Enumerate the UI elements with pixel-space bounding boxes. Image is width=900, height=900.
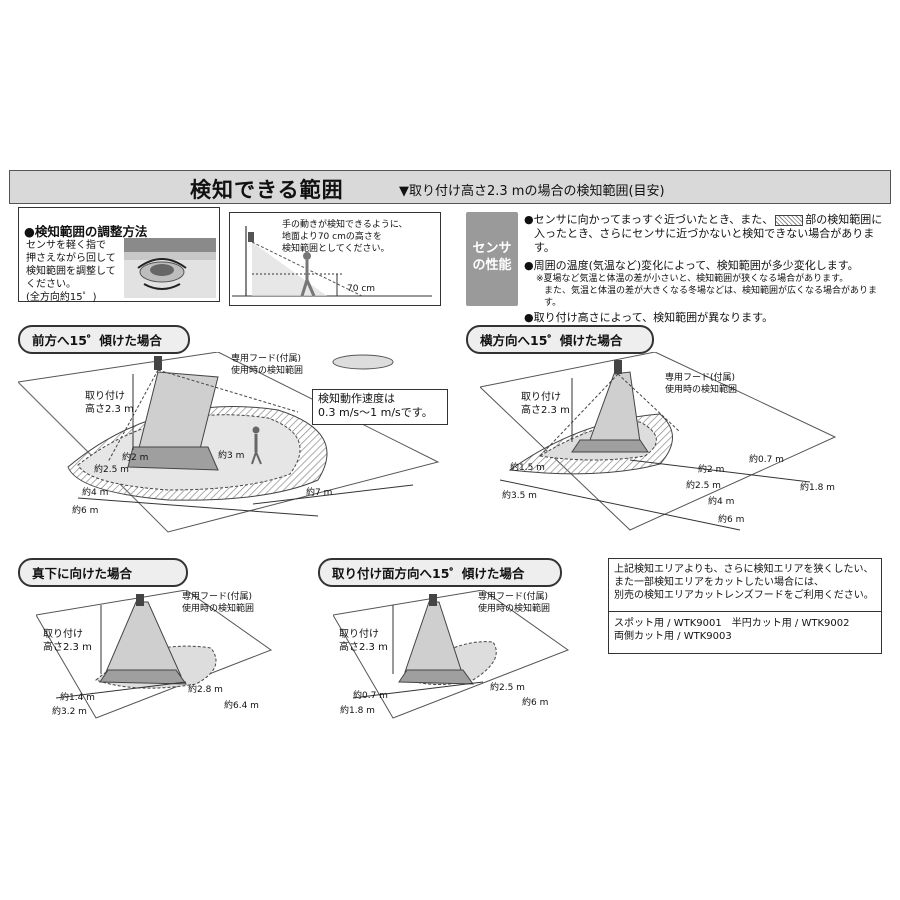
mountdir-dim-6m: 約6 m <box>522 698 549 708</box>
lens-hood-box <box>608 558 882 654</box>
front-mount-label: 取り付け高さ2.3 m <box>85 391 134 415</box>
front-dim-2m: 約2 m <box>122 453 149 463</box>
front-title: 前方へ15゜傾けた場合 <box>18 325 190 354</box>
page-title: 検知できる範囲 <box>190 178 344 202</box>
hatch-swatch <box>775 214 804 226</box>
front-dim-6m: 約6 m <box>72 506 99 516</box>
down-dim-1-4m: 約1.4 m <box>60 693 95 703</box>
adjust-text: センサを軽く指で押さえながら回して検知範囲を調整してください。(全方向約15゜) <box>26 240 116 303</box>
down-dim-2-8m: 約2.8 m <box>188 685 223 695</box>
mountdir-title: 取り付け面方向へ15゜傾けた場合 <box>318 558 562 587</box>
hand-height-diagram <box>232 226 432 297</box>
side-hood-label: 専用フード(付属)使用時の検知範囲 <box>665 373 738 395</box>
mountdir-hood-label: 専用フード(付属)使用時の検知範囲 <box>478 592 551 614</box>
perf-text: ●センサに向かってまっすぐ近づいたとき、また、部の検知範囲に 入ったとき、さらに… <box>524 213 883 324</box>
mountdir-dim-2-5m: 約2.5 m <box>490 683 525 693</box>
hand-height-label: 70 cm <box>347 284 376 294</box>
mountdir-diagram <box>333 590 570 719</box>
section-header <box>9 170 891 204</box>
mountdir-dim-1-8m: 約1.8 m <box>340 706 375 716</box>
perf-label: センサの性能 <box>466 212 518 306</box>
side-dim-3-5m: 約3.5 m <box>502 491 537 501</box>
side-mount-label: 取り付け高さ2.3 m <box>521 392 570 416</box>
down-hood-label: 専用フード(付属)使用時の検知範囲 <box>182 592 255 614</box>
lens-hood-text: 上記検知エリアよりも、さらに検知エリアを狭くしたい、また一部検知エリアをカットし… <box>614 564 874 601</box>
mountdir-dim-0-7m: 約0.7 m <box>353 691 388 701</box>
adjust-title: ●検知範囲の調整方法 <box>24 224 148 239</box>
front-dim-2-5m: 約2.5 m <box>94 465 129 475</box>
side-diagram <box>480 352 837 531</box>
lens-divider <box>608 611 882 612</box>
down-mount-label: 取り付け高さ2.3 m <box>43 629 92 653</box>
sensor-photo <box>124 238 216 298</box>
front-dim-4m: 約4 m <box>82 488 109 498</box>
side-dim-4m: 約4 m <box>708 497 735 507</box>
side-dim-1-5m: 約1.5 m <box>510 463 545 473</box>
down-dim-6-4m: 約6.4 m <box>224 701 259 711</box>
front-dim-7m: 約7 m <box>306 488 333 498</box>
side-dim-6m: 約6 m <box>718 515 745 525</box>
front-hood-label: 専用フード(付属)使用時の検知範囲 <box>231 354 304 376</box>
down-diagram <box>36 590 273 719</box>
hand-text: 手の動きが検知できるように、地面より70 cmの高さを検知範囲としてください。 <box>282 220 408 254</box>
side-dim-1-8m: 約1.8 m <box>800 483 835 493</box>
side-dim-0-7m: 約0.7 m <box>749 455 784 465</box>
front-diagram <box>18 352 440 533</box>
mountdir-mount-label: 取り付け高さ2.3 m <box>339 629 388 653</box>
page-subtitle: ▼取り付け高さ2.3 mの場合の検知範囲(目安) <box>399 184 665 199</box>
side-dim-2m: 約2 m <box>698 465 725 475</box>
side-dim-2-5m: 約2.5 m <box>686 481 721 491</box>
down-dim-3-2m: 約3.2 m <box>52 707 87 717</box>
down-title: 真下に向けた場合 <box>18 558 188 587</box>
side-title: 横方向へ15゜傾けた場合 <box>466 325 654 354</box>
front-dim-3m: 約3 m <box>218 451 245 461</box>
